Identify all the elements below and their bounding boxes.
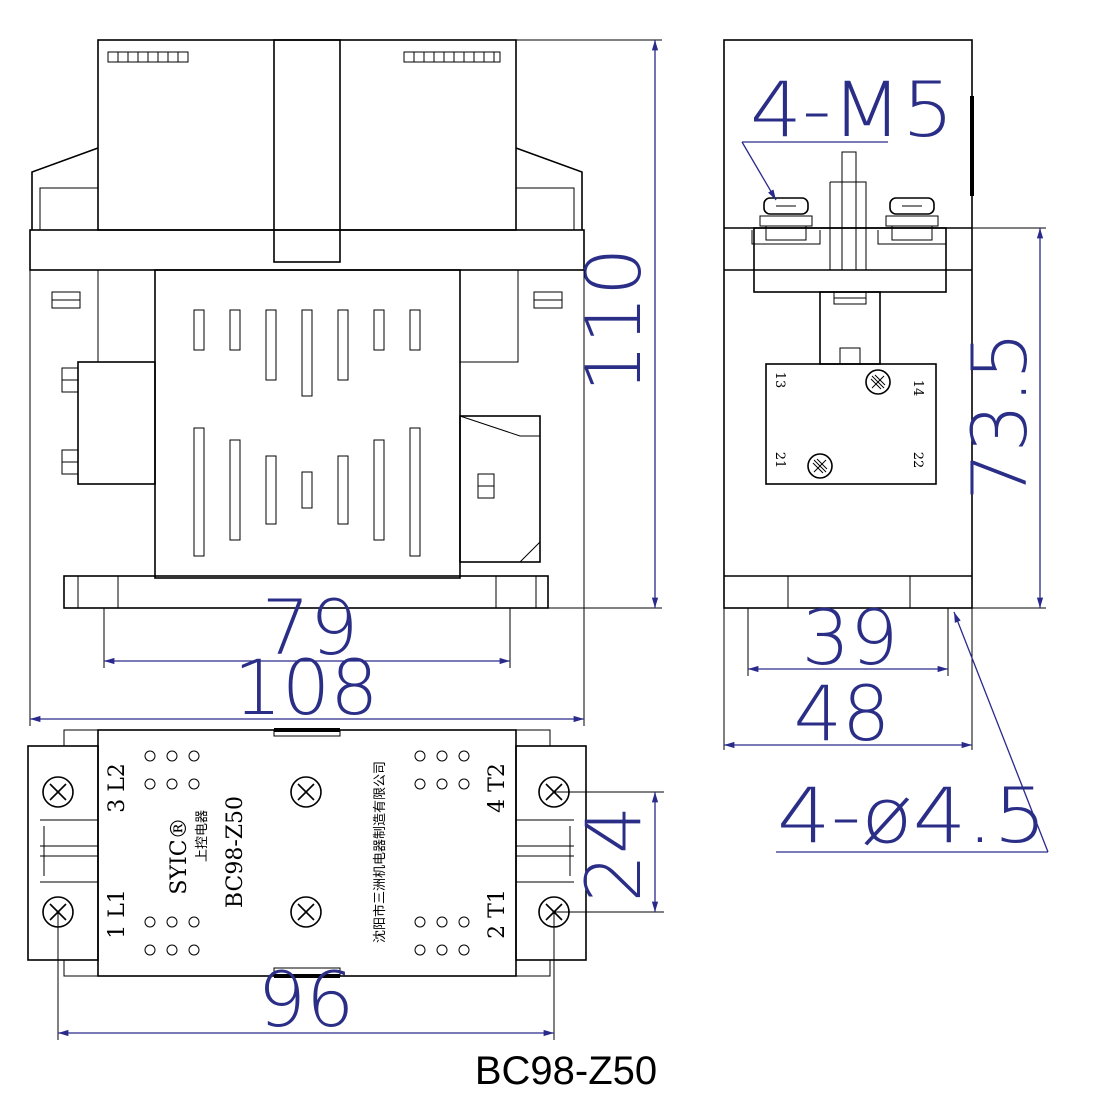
aux-13-label: 13 <box>772 372 787 389</box>
dim-96-label: 96 <box>258 955 355 1044</box>
vent-slots-top-left <box>107 51 189 63</box>
dimension-hole-4-5: 4-ø4.5 <box>776 611 1049 860</box>
dimension-24: 24 <box>554 791 664 913</box>
dimension-96: 96 <box>57 912 555 1044</box>
dimension-79: 79 <box>103 583 511 672</box>
dimension-39: 39 <box>747 593 949 682</box>
aux-14-label: 14 <box>910 380 925 397</box>
dimension-73-5: 73.5 <box>955 227 1046 609</box>
dim-73-5-label: 73.5 <box>955 331 1044 500</box>
vent-slots-front <box>193 309 421 557</box>
maker-label: 沈阳市三洲机电器制造有限公司 <box>372 761 388 943</box>
dim-108-label: 108 <box>233 643 378 732</box>
dimension-4m5: 4-M5 <box>741 65 954 201</box>
terminal-t1-label: 2 T1 <box>485 889 510 939</box>
top-view: 3 L2 1 L1 4 T2 2 T1 SYIC® 上控电器 BC98-Z50 … <box>27 728 587 978</box>
brand-cn-label: 上控电器 <box>195 810 210 862</box>
vent-slots-top-right <box>403 51 501 63</box>
dim-hole-label: 4-ø4.5 <box>777 771 1047 860</box>
front-view <box>29 39 585 609</box>
aux-21-label: 21 <box>772 452 787 469</box>
terminal-l1-label: 1 L1 <box>105 889 130 939</box>
dimension-108: 108 <box>29 270 585 732</box>
aux-22-label: 22 <box>910 452 925 469</box>
model-label: BC98-Z50 <box>223 796 248 908</box>
dim-4m5-label: 4-M5 <box>750 65 954 154</box>
dim-39-label: 39 <box>802 593 899 682</box>
dim-24-label: 24 <box>569 806 658 903</box>
dimension-110: 110 <box>516 39 662 609</box>
side-view: 13 14 21 22 <box>723 39 974 609</box>
terminal-l2-label: 3 L2 <box>105 763 130 813</box>
dim-48-label: 48 <box>794 669 891 758</box>
dimension-48: 48 <box>723 608 973 758</box>
drawing-caption: BC98-Z50 <box>475 1049 657 1093</box>
dim-110-label: 110 <box>569 247 658 392</box>
brand-label: SYIC® <box>167 817 192 894</box>
terminal-t2-label: 4 T2 <box>485 763 510 813</box>
dim-79-label: 79 <box>262 583 359 672</box>
